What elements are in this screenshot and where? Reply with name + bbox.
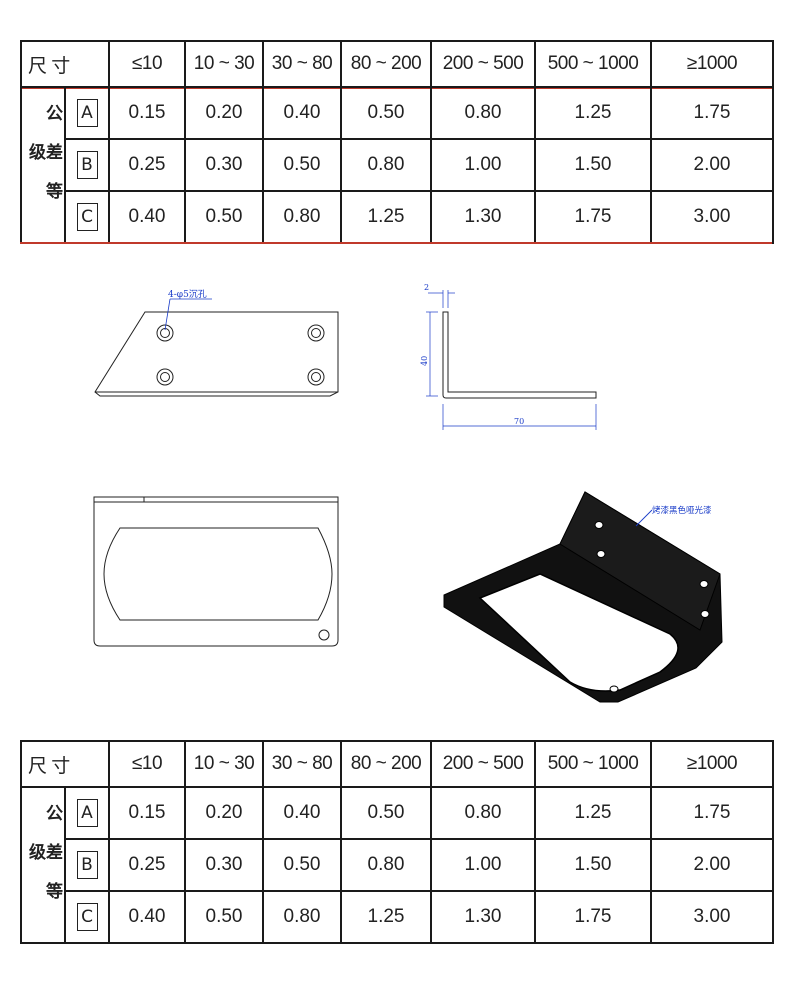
table-cell: 0.80: [262, 890, 342, 944]
grade-badge: B: [76, 851, 98, 879]
table-cell: 1.30: [430, 890, 536, 944]
range-header: ≤10: [108, 740, 186, 788]
range-header: ≥1000: [650, 40, 774, 89]
grade-label-cell: 公差等级: [20, 786, 66, 944]
table-cell: 1.75: [534, 190, 652, 244]
table-cell: 0.80: [430, 786, 536, 840]
side-view: [442, 311, 597, 399]
plan-view: [93, 496, 339, 647]
front-view: [94, 311, 339, 397]
grade-cell: C: [64, 890, 110, 944]
hole-callout-label: 4-φ5沉孔: [168, 289, 207, 300]
table-cell: 1.75: [534, 890, 652, 944]
table-cell: 0.80: [262, 190, 342, 244]
red-divider: [20, 242, 772, 244]
table-cell: 0.50: [262, 138, 342, 192]
range-header: ≤10: [108, 40, 186, 89]
range-header: 200 ~ 500: [430, 740, 536, 788]
table-cell: 1.30: [430, 190, 536, 244]
table-cell: 1.25: [534, 786, 652, 840]
grade-badge: B: [76, 151, 98, 179]
grade-badge: A: [76, 99, 98, 127]
table-cell: 0.80: [340, 838, 432, 892]
range-header: 500 ~ 1000: [534, 40, 652, 89]
table-cell: 0.15: [108, 86, 186, 140]
table-cell: 1.25: [340, 190, 432, 244]
grade-cell: A: [64, 86, 110, 140]
grade-cell: B: [64, 138, 110, 192]
hole-callout: [164, 298, 212, 331]
table-cell: 0.80: [340, 138, 432, 192]
dim-height: 40: [420, 356, 429, 366]
table-cell: 0.25: [108, 138, 186, 192]
table-cell: 0.40: [262, 86, 342, 140]
range-header: 200 ~ 500: [430, 40, 536, 89]
technical-drawing: 4-φ5沉孔 2 40 70 烤漆黑色哑光漆: [93, 283, 723, 703]
range-header: 10 ~ 30: [184, 740, 264, 788]
tolerance-table-bottom: 尺 寸 ≤10 10 ~ 30 30 ~ 80 80 ~ 200 200 ~ 5…: [20, 740, 774, 788]
table-cell: 3.00: [650, 890, 774, 944]
range-header: 80 ~ 200: [340, 40, 432, 89]
table-cell: 3.00: [650, 190, 774, 244]
table-cell: 0.50: [340, 86, 432, 140]
table-cell: 1.50: [534, 138, 652, 192]
range-header: 30 ~ 80: [262, 40, 342, 89]
table-cell: 2.00: [650, 838, 774, 892]
table-cell: 1.00: [430, 838, 536, 892]
table-cell: 1.00: [430, 138, 536, 192]
range-header: 80 ~ 200: [340, 740, 432, 788]
table-cell: 1.75: [650, 786, 774, 840]
range-header: 30 ~ 80: [262, 740, 342, 788]
table-cell: 0.50: [340, 786, 432, 840]
tolerance-table-bottom-body: 公差等级 A 0.15 0.20 0.40 0.50 0.80 1.25 1.7…: [20, 786, 774, 944]
tolerance-table-top-body: 公差等级 A 0.15 0.20 0.40 0.50 0.80 1.25 1.7…: [20, 86, 774, 244]
grade-cell: A: [64, 786, 110, 840]
range-header: 10 ~ 30: [184, 40, 264, 89]
grade-badge: A: [76, 799, 98, 827]
table-cell: 0.20: [184, 786, 264, 840]
table-cell: 0.15: [108, 786, 186, 840]
finish-note: 烤漆黑色哑光漆: [652, 505, 712, 516]
grade-cell: B: [64, 838, 110, 892]
table-cell: 0.30: [184, 838, 264, 892]
table-cell: 1.75: [650, 86, 774, 140]
size-header: 尺 寸: [20, 740, 110, 788]
table-cell: 0.30: [184, 138, 264, 192]
dim-thickness: 2: [424, 283, 429, 292]
table-cell: 0.40: [108, 890, 186, 944]
grade-label-cell: 公差等级: [20, 86, 66, 244]
table-cell: 0.80: [430, 86, 536, 140]
range-header: 500 ~ 1000: [534, 740, 652, 788]
grade-badge: C: [76, 203, 98, 231]
table-cell: 0.25: [108, 838, 186, 892]
grade-cell: C: [64, 190, 110, 244]
table-cell: 1.25: [534, 86, 652, 140]
tolerance-table-top: 尺 寸 ≤10 10 ~ 30 30 ~ 80 80 ~ 200 200 ~ 5…: [20, 40, 774, 89]
table-cell: 2.00: [650, 138, 774, 192]
range-header: ≥1000: [650, 740, 774, 788]
dimension-lines: [426, 290, 597, 430]
table-cell: 0.40: [262, 786, 342, 840]
finish-leader: [635, 509, 653, 527]
table-cell: 0.20: [184, 86, 264, 140]
table-cell: 1.50: [534, 838, 652, 892]
table-cell: 0.40: [108, 190, 186, 244]
table-cell: 0.50: [184, 890, 264, 944]
size-header: 尺 寸: [20, 40, 110, 89]
dim-length: 70: [514, 417, 524, 426]
table-cell: 0.50: [184, 190, 264, 244]
table-cell: 1.25: [340, 890, 432, 944]
isometric-part: [443, 491, 723, 703]
grade-badge: C: [76, 903, 98, 931]
table-cell: 0.50: [262, 838, 342, 892]
